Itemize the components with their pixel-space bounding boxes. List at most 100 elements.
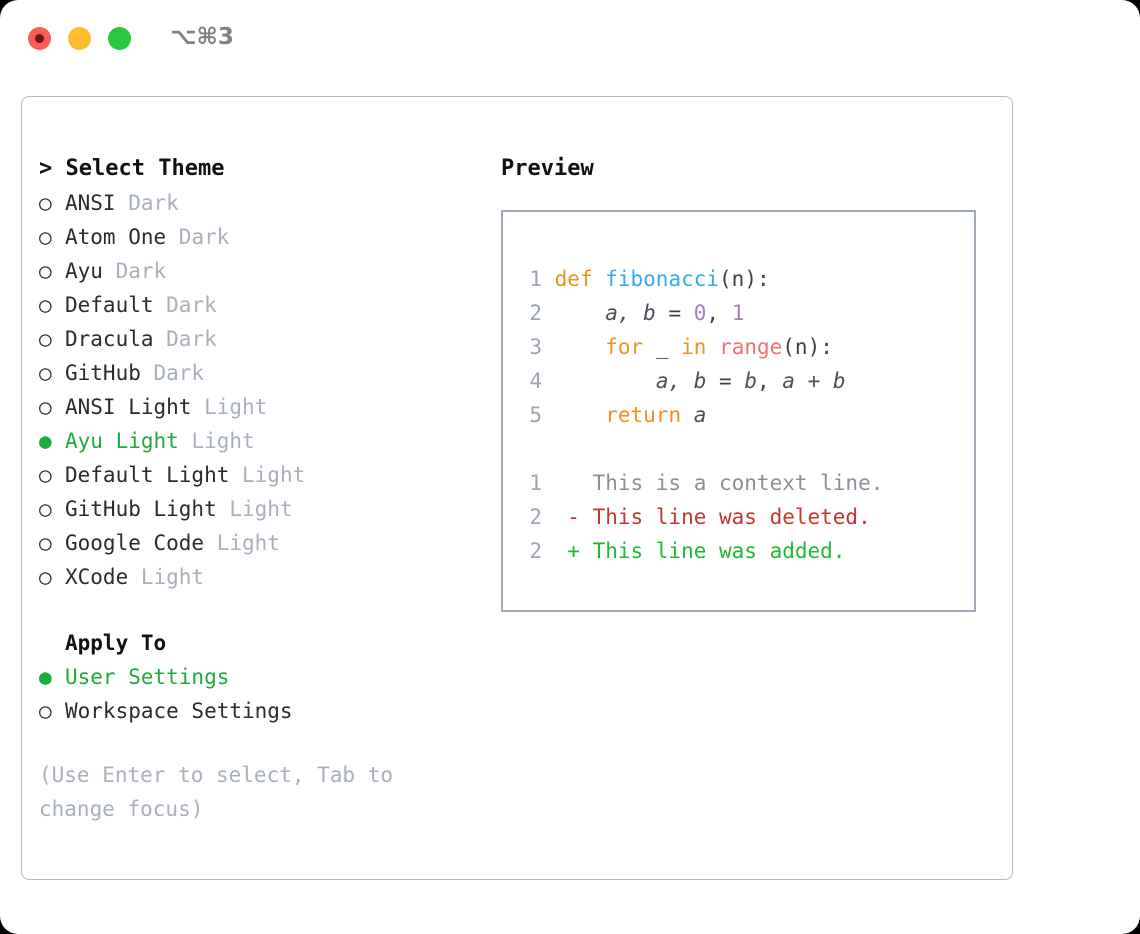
theme-option-ansi[interactable]: ○ ANSI Dark [39, 186, 489, 220]
code-line: 1 def fibonacci(n): [514, 262, 968, 296]
page-title: Select Theme [65, 156, 225, 181]
radio-unselected-icon: ○ [39, 259, 52, 283]
line-number: 4 [529, 369, 542, 393]
apply-to-title: Apply To [65, 631, 167, 655]
theme-option-dracula[interactable]: ○Dracula Dark [39, 322, 489, 356]
diff-line: 2 - This line was deleted. [514, 500, 968, 534]
code-token: b [744, 369, 757, 393]
theme-option-ansi-light[interactable]: ○ANSI Light Light [39, 390, 489, 424]
code-token: a, b [655, 369, 707, 393]
theme-option-label: Default [65, 293, 154, 317]
theme-picker-column: > Select Theme ○ANSI Dark○Atom One Dark○… [39, 152, 489, 826]
theme-option-kind: Dark [102, 259, 167, 283]
radio-unselected-icon: ○ [39, 463, 52, 487]
code-token: (n): [719, 267, 770, 291]
preview-title: Preview [501, 156, 594, 181]
theme-option-kind: Light [216, 497, 293, 521]
code-line: 3 for _ in range(n): [514, 330, 968, 364]
theme-option-label: ANSI [65, 191, 116, 215]
theme-option-label: GitHub [65, 361, 141, 385]
theme-option-kind: Dark [153, 327, 217, 351]
theme-option-google-code[interactable]: ○Google Code Light [39, 526, 489, 560]
line-number: 3 [529, 335, 542, 359]
radio-unselected-icon: ○ [39, 395, 52, 419]
code-token [555, 335, 606, 359]
code-token [555, 403, 606, 427]
line-number: 5 [529, 403, 542, 427]
code-token: a, b [605, 301, 656, 325]
code-token: (n): [782, 335, 833, 359]
code-token: for [605, 335, 644, 359]
theme-option-kind: Light [191, 395, 268, 419]
radio-unselected-icon: ○ [39, 699, 52, 723]
code-token: def [554, 267, 606, 291]
theme-option-label: Ayu [65, 259, 103, 283]
theme-option-label: Default Light [65, 463, 230, 487]
apply-to-option-workspace-settings[interactable]: ○ Workspace Settings [39, 694, 489, 728]
theme-option-default-light[interactable]: ○ Default Light Light [39, 458, 489, 492]
code-token [555, 301, 606, 325]
code-token: 1 [731, 301, 745, 325]
line-number: 2 [529, 301, 542, 325]
apply-to-option-label: Workspace Settings [65, 699, 293, 723]
radio-selected-icon: ● [39, 665, 52, 689]
radio-unselected-icon: ○ [39, 293, 52, 317]
theme-option-default[interactable]: ○Default Dark [39, 288, 489, 322]
theme-option-label: Atom One [65, 225, 167, 249]
close-icon [35, 34, 44, 43]
theme-option-label: Google Code [65, 531, 205, 555]
line-number: 2 [529, 539, 542, 563]
theme-option-kind: Light [229, 463, 306, 487]
radio-unselected-icon: ○ [39, 497, 52, 521]
theme-options-list[interactable]: ○ANSI Dark○Atom One Dark○Ayu Dark○Defaul… [39, 186, 489, 594]
close-button[interactable] [28, 27, 51, 50]
code-token: range [719, 335, 783, 359]
theme-option-kind: Dark [140, 361, 205, 385]
code-line: 5 return a [514, 398, 968, 432]
main-panel: > Select Theme ○ANSI Dark○Atom One Dark○… [21, 96, 1013, 880]
apply-to-option-user-settings[interactable]: ●User Settings [39, 660, 489, 694]
theme-option-atom-one[interactable]: ○Atom One Dark [39, 220, 489, 254]
theme-option-label: Ayu Light [65, 429, 179, 453]
theme-option-xcode[interactable]: ○ XCode Light [39, 560, 489, 594]
diff-line: 1 This is a context line. [514, 466, 968, 500]
code-token: , [756, 369, 783, 393]
theme-option-kind: Light [128, 565, 205, 589]
diff-spacer [514, 432, 968, 466]
radio-unselected-icon: ○ [39, 565, 52, 589]
theme-option-ayu-light[interactable]: ●Ayu Light Light [39, 424, 489, 458]
code-token: 0 [693, 301, 707, 325]
theme-option-ayu[interactable]: ○ Ayu Dark [39, 254, 489, 288]
keyboard-shortcut-label: ⌥⌘3 [170, 24, 234, 50]
maximize-button[interactable] [108, 27, 131, 50]
theme-option-github[interactable]: ○GitHub Dark [39, 356, 489, 390]
code-token: fibonacci [605, 267, 720, 291]
code-token: , [706, 301, 732, 325]
code-token [555, 369, 656, 393]
theme-option-kind: Light [204, 531, 280, 555]
theme-option-label: Dracula [65, 327, 154, 351]
theme-option-label: GitHub Light [65, 497, 217, 521]
minimize-button[interactable] [68, 27, 91, 50]
preview-column: Preview 1 def fibonacci(n):2 a, b = 0, 1… [501, 152, 991, 612]
code-token: in [681, 335, 707, 359]
code-token: = [655, 301, 694, 325]
keyboard-hint: (Use Enter to select, Tab to change focu… [39, 763, 406, 821]
theme-option-github-light[interactable]: ○ GitHub Light Light [39, 492, 489, 526]
theme-option-label: XCode [65, 565, 129, 589]
header-marker: > [39, 156, 53, 181]
radio-unselected-icon: ○ [39, 191, 52, 215]
code-token: a [693, 403, 707, 427]
theme-option-kind: Light [178, 429, 255, 453]
section-spacer [39, 594, 489, 626]
theme-option-kind: Dark [115, 191, 179, 215]
diff-text: - This line was deleted. [542, 505, 871, 529]
code-token: a + b [782, 369, 846, 393]
line-number: 1 [529, 267, 542, 291]
line-number: 2 [529, 505, 542, 529]
diff-text: + This line was added. [542, 539, 846, 563]
code-token [681, 403, 694, 427]
apply-to-options-list[interactable]: ●User Settings ○ Workspace Settings [39, 660, 489, 728]
